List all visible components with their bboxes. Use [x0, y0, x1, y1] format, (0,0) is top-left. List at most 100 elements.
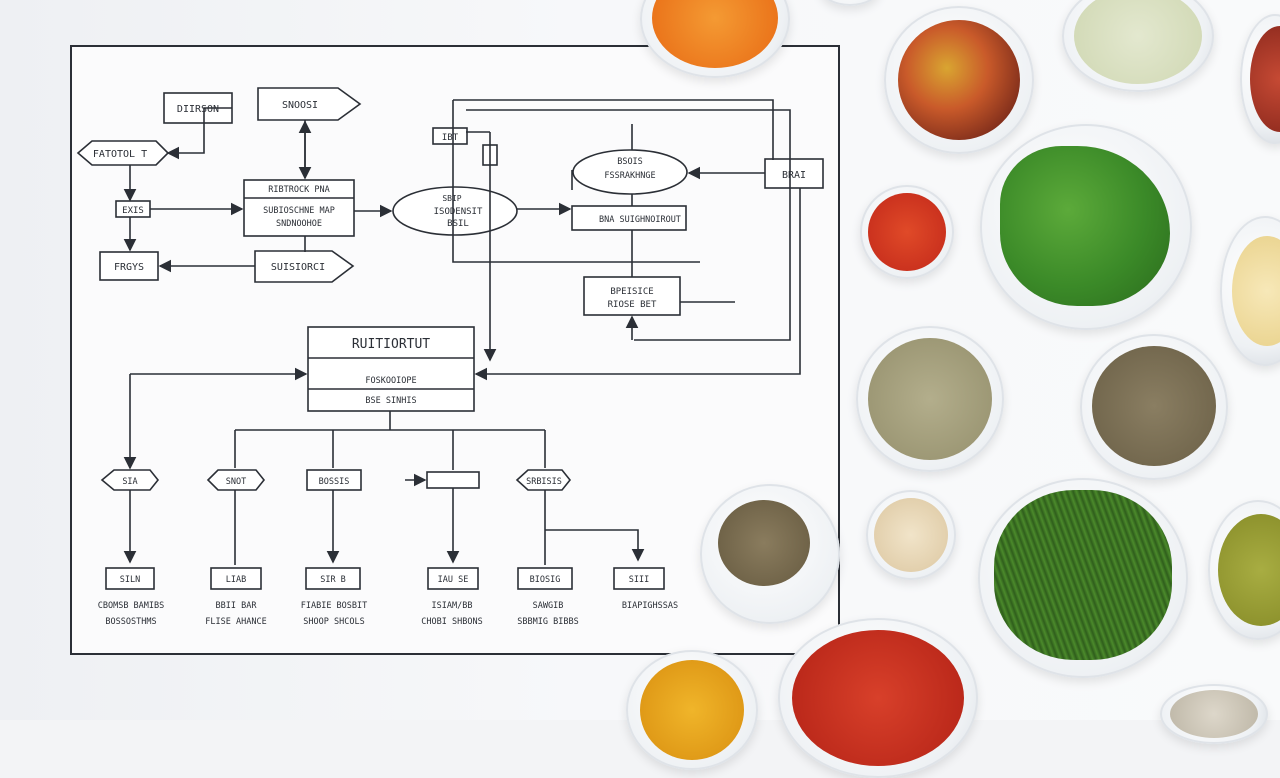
snoosi-arrow-box [257, 87, 362, 121]
bowl-salt [1160, 684, 1268, 744]
leaf-caption: FLISE AHANCE [205, 617, 266, 627]
leaf-box [105, 567, 155, 590]
node-label: BSE SINHIS [365, 396, 416, 406]
branch-shape [206, 469, 266, 491]
leaf-label: SIR B [320, 575, 346, 585]
bowl-top-small [820, 0, 880, 6]
leaf-caption: BOSSOSTHMS [105, 617, 156, 627]
leaf-box [427, 567, 479, 590]
connector [474, 188, 801, 381]
spice-sage [868, 338, 992, 460]
node-label: BSIL [447, 219, 469, 229]
leaf-label: SIII [629, 575, 649, 585]
leaf-caption: CHOBI SHBONS [421, 617, 482, 627]
node-label: EXIS [122, 206, 144, 216]
leaf-caption: SAWGIB [533, 601, 564, 611]
branch-label: SRBISIS [526, 477, 562, 487]
bowl-pale-green [1062, 0, 1214, 92]
node-label: BRAI [782, 170, 806, 181]
spice-red-peppercorns [1250, 26, 1280, 132]
bowl-turmeric [626, 650, 758, 770]
connector [466, 109, 791, 341]
node-label: SUISIORCI [271, 262, 325, 273]
brai-box [764, 158, 824, 189]
node-label: FSSRAKHNGE [604, 171, 655, 181]
leaf-caption: FIABIE BOSBIT [301, 601, 368, 611]
bowl-cumin [1080, 334, 1228, 480]
right-oval [572, 149, 688, 195]
leaf-label: BIOSIG [530, 575, 561, 585]
bowl-basil [980, 124, 1192, 330]
branch-shape [100, 469, 160, 491]
bowl-rosemary [978, 478, 1188, 678]
node-label: SNOOSI [282, 100, 318, 111]
bowl-sage [856, 326, 1004, 472]
spice-garlic [1232, 236, 1280, 346]
spice-pale-green [1074, 0, 1202, 84]
spice-green-curry [1218, 514, 1280, 626]
leaf-caption: ISIAM/BB [432, 601, 473, 611]
leaf-caption: BBII BAR [216, 601, 258, 611]
node-label: BSOIS [617, 157, 643, 167]
bowl-chili [778, 618, 978, 778]
flowchart: DIIRSON SNOOSI FATOTOL T RIBTROCK PNA SU… [76, 87, 824, 627]
leaf-caption: SHOOP SHCOLS [303, 617, 364, 627]
connector [166, 107, 232, 160]
leaf-caption: BIAPIGHSSAS [622, 601, 678, 611]
node-label: SUBIOSCHNE MAP [263, 206, 335, 216]
spice-cumin [1092, 346, 1216, 466]
spice-onion-powder [874, 498, 948, 572]
spice-rosemary [994, 490, 1172, 660]
node-label: FATOTOL T [93, 149, 147, 160]
node-label: BPEISICE [610, 287, 653, 297]
bowl-green-curry [1208, 500, 1280, 640]
spice-basil [1000, 146, 1170, 306]
branch-label: SIA [122, 477, 137, 487]
bowl-dried-vegetables [884, 6, 1034, 154]
node-label: ISODENSIT [434, 207, 483, 217]
bowl-coriander [700, 484, 840, 624]
node-label: IBT [442, 133, 459, 143]
frgys-box [99, 251, 159, 281]
spice-salt [1170, 690, 1258, 738]
node-label: FRGYS [114, 262, 144, 273]
right-rect [571, 205, 687, 231]
branch-shape [306, 469, 362, 491]
connector [453, 99, 774, 160]
leaf-label: IAU SE [438, 575, 469, 585]
leaf-box [517, 567, 573, 590]
node-label: RIOSE BET [608, 300, 657, 310]
node-label: DIIRSON [177, 104, 219, 115]
node-label: BNA SUIGHNOIROUT [599, 215, 681, 225]
leaf-caption: CBOMSB BAMIBS [98, 601, 165, 611]
node-label: RIBTROCK PNA [268, 185, 329, 195]
node-label: SNDNOOHOE [276, 219, 322, 229]
spice-coriander [718, 500, 810, 586]
branch-shape [515, 469, 572, 491]
leaf-label: SILN [120, 575, 140, 585]
spice-chili [792, 630, 964, 766]
process-box [243, 179, 355, 237]
bowl-paprika [640, 0, 790, 78]
tiny-label-box [432, 127, 468, 145]
leaf-box [613, 567, 665, 590]
spice-cayenne [868, 193, 946, 271]
center-oval [392, 186, 518, 236]
connector [452, 100, 700, 263]
bowl-onion-powder [866, 490, 956, 580]
suisiorci-arrow-box [254, 250, 355, 283]
branch-shape [426, 471, 480, 489]
bowl-cayenne [860, 185, 954, 279]
main-title: RUITIORTUT [352, 337, 430, 352]
connector [545, 529, 645, 562]
spice-paprika [652, 0, 778, 68]
spice-turmeric [640, 660, 744, 760]
leaf-caption: SBBMIG BIBBS [517, 617, 578, 627]
node-label: FOSKOOIOPE [365, 376, 416, 386]
branch-label: SNOT [226, 477, 246, 487]
leaf-box [210, 567, 262, 590]
leaf-box [305, 567, 361, 590]
leaf-label: LIAB [226, 575, 246, 585]
branch-label: BOSSIS [319, 477, 350, 487]
spice-dried-vegetables [898, 20, 1020, 140]
